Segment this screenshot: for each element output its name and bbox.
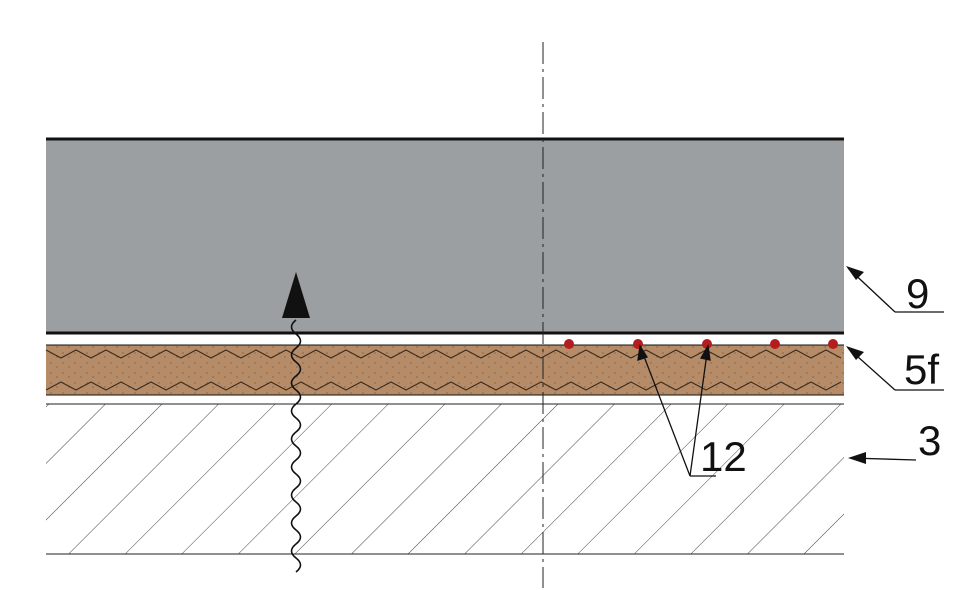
label-layer-top: 9 bbox=[906, 270, 929, 317]
dot-marker bbox=[770, 339, 780, 349]
layer-top bbox=[46, 137, 844, 335]
label-layer-bottom: 3 bbox=[918, 417, 941, 464]
label-dots: 12 bbox=[700, 433, 747, 480]
label-layer-middle: 5f bbox=[904, 346, 939, 393]
leader-layer-middle bbox=[846, 346, 944, 391]
wavy-arrow bbox=[282, 272, 310, 573]
leader-layer-bottom bbox=[848, 452, 917, 464]
dot-marker bbox=[702, 339, 712, 349]
leader-layer-top bbox=[846, 266, 944, 313]
dot-marker bbox=[564, 339, 574, 349]
dot-marker bbox=[828, 339, 838, 349]
dots-leader-lines bbox=[637, 344, 716, 477]
layer-bottom bbox=[46, 403, 844, 555]
layer-middle bbox=[45, 344, 844, 396]
zigzag-line-bottom bbox=[45, 381, 842, 391]
